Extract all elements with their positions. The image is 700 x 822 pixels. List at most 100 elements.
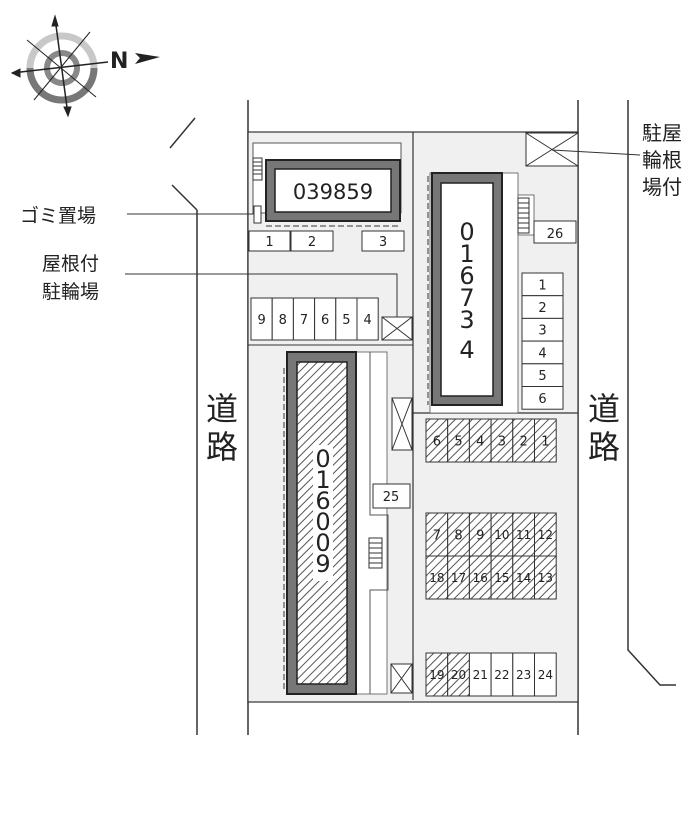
- bicycle-spot: 7: [292, 297, 316, 341]
- parking-spot: 24: [534, 652, 557, 697]
- svg-text:6: 6: [538, 392, 546, 407]
- svg-text:4: 4: [476, 434, 484, 449]
- stairs-icon: [368, 537, 383, 569]
- svg-text:17: 17: [451, 571, 466, 585]
- parking-spot: 4: [468, 418, 492, 463]
- building-id-digit: 9: [315, 550, 330, 578]
- svg-text:9: 9: [257, 313, 265, 328]
- bicycle-spot: 4: [356, 297, 379, 341]
- parking-spot: 20: [447, 652, 470, 697]
- parking-spot: 10: [490, 512, 514, 557]
- svg-text:3: 3: [498, 434, 506, 449]
- garbage-area: [253, 205, 262, 224]
- svg-text:1: 1: [541, 434, 549, 449]
- parking-spot: 22: [490, 652, 514, 697]
- parking-spot: 3: [361, 230, 405, 252]
- svg-text:8: 8: [454, 528, 462, 543]
- svg-text:18: 18: [429, 571, 444, 585]
- roofed-bicycle-parking-x-icon: [525, 132, 579, 167]
- svg-text:7: 7: [300, 313, 308, 328]
- parking-spot: 12: [534, 512, 557, 557]
- x-box-icon: [391, 397, 413, 451]
- building-id-digit: 7: [459, 284, 474, 312]
- building-id-digit: 6: [315, 487, 330, 515]
- svg-text:1: 1: [265, 235, 273, 250]
- bicycle-parking-x-icon: [381, 316, 413, 341]
- garbage-label: ゴミ置場: [20, 205, 96, 227]
- svg-text:6: 6: [321, 313, 329, 328]
- road-label-left-2: 路: [206, 428, 238, 466]
- svg-text:3: 3: [538, 324, 546, 339]
- parking-spot: 6: [521, 386, 564, 410]
- parking-spot: 9: [468, 512, 492, 557]
- svg-text:12: 12: [538, 528, 553, 542]
- svg-text:26: 26: [547, 227, 564, 242]
- bicycle-spot: 6: [314, 297, 337, 341]
- svg-text:22: 22: [494, 668, 509, 682]
- parking-spot: 4: [521, 340, 564, 365]
- parking-spot-26: 26: [533, 220, 577, 244]
- svg-text:14: 14: [516, 571, 531, 585]
- svg-text:5: 5: [342, 313, 350, 328]
- parking-spot: 1: [521, 272, 564, 297]
- bicycle-spot: 8: [271, 297, 294, 341]
- svg-text:15: 15: [494, 571, 509, 585]
- parking-spot: 21: [468, 652, 492, 697]
- svg-text:11: 11: [516, 528, 531, 542]
- north-arrow-icon: [135, 53, 160, 64]
- parking-spot: 18: [425, 555, 449, 600]
- parking-spot: 17: [447, 555, 470, 600]
- parking-spot: 2: [290, 230, 334, 252]
- roofed-bike-label-2: 輪根: [642, 148, 682, 172]
- svg-text:7: 7: [433, 528, 441, 543]
- building-id-digit: 3: [459, 306, 474, 334]
- parking-spot: 6: [425, 418, 449, 463]
- building-id-digit: 0: [315, 529, 330, 557]
- building-id-digit: 6: [459, 262, 474, 290]
- svg-text:9: 9: [476, 528, 484, 543]
- svg-text:5: 5: [454, 434, 462, 449]
- parking-spot: 19: [425, 652, 449, 697]
- bike-parking-label-1: 屋根付: [42, 253, 99, 275]
- svg-text:4: 4: [538, 346, 546, 361]
- parking-spot: 8: [447, 512, 470, 557]
- svg-text:25: 25: [383, 490, 400, 505]
- north-label: N: [110, 49, 128, 74]
- parking-spot: 15: [490, 555, 514, 600]
- svg-text:5: 5: [538, 369, 546, 384]
- svg-text:1: 1: [538, 278, 546, 293]
- x-box-icon: [390, 663, 413, 694]
- svg-text:19: 19: [429, 668, 444, 682]
- svg-text:8: 8: [279, 313, 287, 328]
- parking-spot: 23: [512, 652, 535, 697]
- parking-spot: 5: [447, 418, 470, 463]
- parking-spot: 5: [521, 363, 564, 387]
- svg-text:24: 24: [538, 668, 553, 682]
- compass-rose-icon: [10, 14, 109, 118]
- parking-spot: 14: [512, 555, 535, 600]
- parking-spot: 16: [468, 555, 492, 600]
- svg-text:16: 16: [473, 571, 488, 585]
- parking-spot: 2: [512, 418, 535, 463]
- building-id: 039859: [293, 180, 373, 204]
- roofed-bike-label-1: 駐屋: [642, 121, 682, 145]
- parking-spot-25: 25: [372, 483, 411, 509]
- building-id-digit: 0: [315, 445, 330, 473]
- svg-text:3: 3: [379, 235, 387, 250]
- roofed-bike-label-3: 場付: [642, 175, 682, 199]
- svg-text:4: 4: [363, 313, 371, 328]
- building-id-digit: 0: [315, 508, 330, 536]
- svg-text:20: 20: [451, 668, 466, 682]
- svg-text:13: 13: [538, 571, 553, 585]
- building-id-digit: 1: [459, 240, 474, 268]
- building-id-digit: 4: [459, 336, 474, 364]
- parking-spot: 1: [248, 230, 291, 252]
- bicycle-spot: 5: [335, 297, 358, 341]
- svg-text:2: 2: [538, 301, 546, 316]
- parking-spot: 1: [534, 418, 557, 463]
- stairs-icon: [517, 197, 530, 234]
- parking-spot: 2: [521, 295, 564, 319]
- svg-text:10: 10: [494, 528, 509, 542]
- stairs-icon: [252, 157, 263, 181]
